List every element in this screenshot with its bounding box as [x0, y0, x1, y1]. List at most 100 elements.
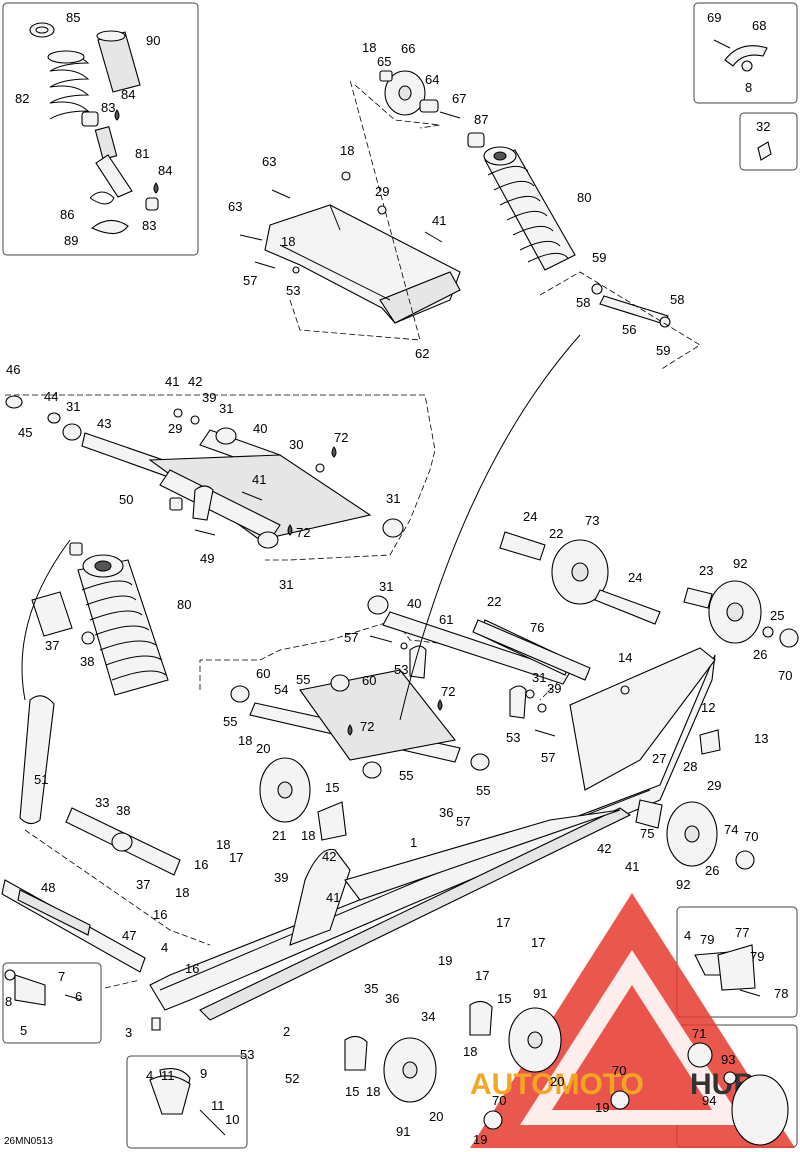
callout-35: 35 [364, 981, 378, 996]
callout-57: 57 [541, 750, 555, 765]
callout-76: 76 [530, 620, 544, 635]
callout-60: 60 [256, 666, 270, 681]
callout-94: 94 [702, 1093, 716, 1108]
callout-31: 31 [532, 670, 546, 685]
callout-72: 72 [296, 525, 310, 540]
callout-78: 78 [774, 986, 788, 1001]
callout-26: 26 [705, 863, 719, 878]
callout-18: 18 [362, 40, 376, 55]
callout-15: 15 [325, 780, 339, 795]
callout-68: 68 [752, 18, 766, 33]
callout-29: 29 [707, 778, 721, 793]
callout-93: 93 [721, 1052, 735, 1067]
callout-34: 34 [421, 1009, 435, 1024]
callout-44: 44 [44, 389, 58, 404]
callout-26: 26 [753, 647, 767, 662]
callout-89: 89 [64, 233, 78, 248]
callout-42: 42 [188, 374, 202, 389]
callout-20: 20 [256, 741, 270, 756]
callout-86: 86 [60, 207, 74, 222]
callout-31: 31 [386, 491, 400, 506]
callout-80: 80 [577, 190, 591, 205]
callout-33: 33 [95, 795, 109, 810]
callout-74: 74 [724, 822, 738, 837]
callout-31: 31 [379, 579, 393, 594]
callout-83: 83 [142, 218, 156, 233]
callout-31: 31 [66, 399, 80, 414]
callout-18: 18 [301, 828, 315, 843]
callout-24: 24 [628, 570, 642, 585]
callout-28: 28 [683, 759, 697, 774]
callout-70: 70 [744, 829, 758, 844]
callout-42: 42 [597, 841, 611, 856]
callout-75: 75 [640, 826, 654, 841]
shock-detail-box [2, 2, 199, 256]
callout-70: 70 [492, 1093, 506, 1108]
callout-82: 82 [15, 91, 29, 106]
callout-25: 25 [770, 608, 784, 623]
callout-29: 29 [375, 184, 389, 199]
callout-85: 85 [66, 10, 80, 25]
callout-55: 55 [296, 672, 310, 687]
callout-57: 57 [243, 273, 257, 288]
callout-41: 41 [625, 859, 639, 874]
callout-18: 18 [463, 1044, 477, 1059]
callout-63: 63 [262, 154, 276, 169]
callout-52: 52 [285, 1071, 299, 1086]
callout-51: 51 [34, 772, 48, 787]
callout-77: 77 [735, 925, 749, 940]
callout-70: 70 [778, 668, 792, 683]
callout-69: 69 [707, 10, 721, 25]
callout-13: 13 [754, 731, 768, 746]
callout-53: 53 [394, 662, 408, 677]
idler-wheels [472, 531, 799, 681]
callout-9: 9 [200, 1066, 207, 1081]
callout-41: 41 [252, 472, 266, 487]
callout-18: 18 [238, 733, 252, 748]
callout-18: 18 [175, 885, 189, 900]
callout-91: 91 [533, 986, 547, 1001]
callout-56: 56 [622, 322, 636, 337]
callout-58: 58 [670, 292, 684, 307]
callout-72: 72 [334, 430, 348, 445]
callout-46: 46 [6, 362, 20, 377]
callout-62: 62 [415, 346, 429, 361]
callout-54: 54 [274, 682, 288, 697]
callout-4: 4 [161, 940, 168, 955]
callout-31: 31 [219, 401, 233, 416]
callout-2: 2 [283, 1024, 290, 1039]
callout-58: 58 [576, 295, 590, 310]
callout-71: 71 [692, 1026, 706, 1041]
callout-21: 21 [272, 828, 286, 843]
callout-43: 43 [97, 416, 111, 431]
callout-66: 66 [401, 41, 415, 56]
callout-92: 92 [676, 877, 690, 892]
callout-18: 18 [281, 234, 295, 249]
callout-92: 92 [733, 556, 747, 571]
callout-79: 79 [750, 949, 764, 964]
adjuster-detail-box [676, 906, 798, 1018]
callout-22: 22 [487, 594, 501, 609]
callout-72: 72 [441, 684, 455, 699]
callout-labels: 85 90 82 84 83 81 84 86 83 89 18 66 65 6… [4, 10, 792, 1147]
callout-39: 39 [547, 681, 561, 696]
callout-55: 55 [223, 714, 237, 729]
callout-79: 79 [700, 932, 714, 947]
callout-36: 36 [439, 805, 453, 820]
stopper-detail-box [2, 962, 102, 1044]
detail-parts [149, 944, 789, 1146]
callout-29: 29 [168, 421, 182, 436]
callout-1: 1 [410, 835, 417, 850]
callout-37: 37 [45, 638, 59, 653]
callout-84: 84 [158, 163, 172, 178]
callout-81: 81 [135, 146, 149, 161]
callout-11: 11 [161, 1068, 175, 1083]
callout-40: 40 [253, 421, 267, 436]
callout-83: 83 [101, 100, 115, 115]
callout-15: 15 [497, 991, 511, 1006]
callout-17: 19 [438, 953, 452, 968]
callout-72: 72 [360, 719, 374, 734]
callout-19: 19 [595, 1100, 609, 1115]
callout-70: 70 [612, 1063, 626, 1078]
callout-57: 57 [456, 814, 470, 829]
